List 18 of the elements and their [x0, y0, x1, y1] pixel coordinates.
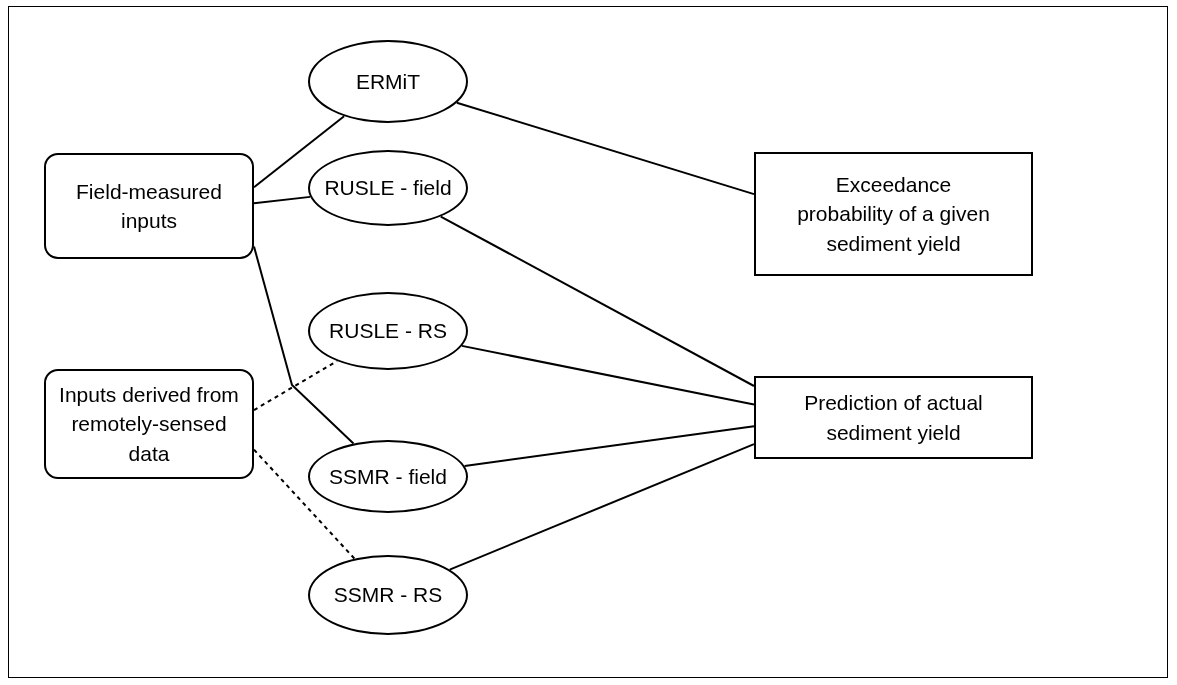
connector-line	[455, 101, 755, 196]
connector-line	[253, 115, 346, 189]
connector-line	[439, 215, 755, 387]
node-label: Exceedance probability of a given sediment yield	[796, 171, 991, 257]
node-label: RUSLE - RS	[329, 318, 447, 345]
node-label: Inputs derived from remotely-sensed data	[58, 381, 240, 467]
input-box	[44, 153, 254, 259]
node-label: SSMR - field	[329, 463, 447, 490]
node-label: Field-measured inputs	[75, 178, 223, 234]
node-label: Prediction of actual sediment yield	[803, 390, 984, 446]
input-box	[44, 369, 254, 479]
connector-line	[448, 443, 755, 571]
connector-line	[460, 344, 755, 406]
output-box	[754, 376, 1033, 459]
node-label: SSMR - RS	[333, 582, 443, 609]
node-label: RUSLE - field	[324, 175, 452, 202]
output-box	[754, 152, 1033, 276]
node-label: ERMiT	[355, 68, 421, 95]
